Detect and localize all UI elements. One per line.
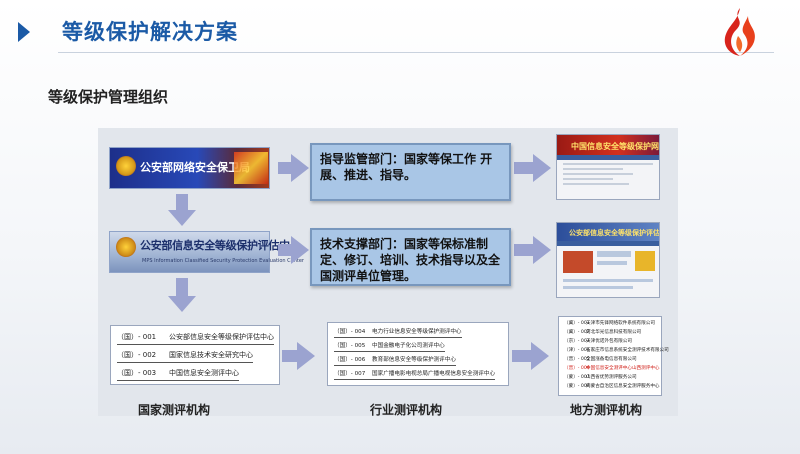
police-emblem-icon xyxy=(116,237,136,257)
right-arrow-stem xyxy=(278,244,292,256)
flame-logo-icon xyxy=(724,8,755,56)
local-caption: 地方测评机构 xyxy=(570,403,643,417)
website-screenshot-2: 公安部信息安全等级保护评估中心 xyxy=(556,222,660,298)
police-emblem-icon xyxy=(116,156,136,176)
header-divider xyxy=(58,52,774,53)
local-agencies-table: （冀）- 001天津市先锋网络软件系统有限公司 （冀）- 002河北华光信息科技… xyxy=(558,316,669,396)
down-arrow-icon xyxy=(168,210,196,226)
right-arrow-icon xyxy=(533,236,551,264)
flag-graphic xyxy=(234,152,268,184)
right-arrow-stem xyxy=(514,162,534,174)
right-arrow-icon xyxy=(291,154,309,182)
website-2-title: 公安部信息安全等级保护评估中心 xyxy=(557,223,659,241)
website-screenshot-1: 中国信息安全等级保护网 xyxy=(556,134,660,200)
table-row: （冀）- 002河北华光信息科技有限公司 xyxy=(564,330,642,335)
right-arrow-icon xyxy=(531,342,549,370)
evaluation-center-en-name: MPS Information Classified Security Prot… xyxy=(142,258,304,264)
evaluation-center-name: 公安部信息安全等级保护评估中心 xyxy=(140,239,301,252)
right-arrow-icon xyxy=(533,154,551,182)
tech-support-callout: 技术支撑部门：国家等保标准制定、修订、培训、技术指导以及全国测评单位管理。 xyxy=(310,228,511,286)
table-row: （蒙）- 007山西省优势测评服务公司 xyxy=(564,375,637,380)
right-arrow-stem xyxy=(282,350,298,362)
page-title: 等级保护解决方案 xyxy=(62,20,238,44)
table-row: （津）- 004石家庄市信息系统安全测评技术有限公司 xyxy=(564,348,669,353)
table-row: （冀）- 001天津市先锋网络软件系统有限公司 xyxy=(564,321,655,326)
evaluation-center-banner: 公安部信息安全等级保护评估中心 MPS Information Classifi… xyxy=(109,231,304,273)
right-arrow-stem xyxy=(278,162,292,174)
section-subtitle: 等级保护管理组织 xyxy=(48,88,169,106)
table-row: （晋）- 005全国涨备电信息有限公司 xyxy=(564,357,637,362)
table-row-highlighted: （晋）- 006中国信息安全测评中心山西测评中心 xyxy=(564,366,660,371)
table-row: （京）- 003天津优诺外包有限公司 xyxy=(564,339,632,344)
right-arrow-icon xyxy=(291,236,309,264)
right-arrow-icon xyxy=(297,342,315,370)
right-arrow-stem xyxy=(512,350,532,362)
down-arrow-stem xyxy=(176,194,188,212)
supervision-callout: 指导监管部门：国家等保工作 开展、推进、指导。 xyxy=(310,143,511,201)
header-arrow-icon xyxy=(18,22,30,42)
down-arrow-stem xyxy=(176,278,188,298)
industry-caption: 行业测评机构 xyxy=(370,403,443,417)
table-row: （蒙）- 008内蒙古自治区信息安全测评服务中心 xyxy=(564,384,660,389)
mps-bureau-banner: 公安部网络安全保卫局 xyxy=(109,147,270,189)
mps-bureau-name: 公安部网络安全保卫局 xyxy=(140,161,250,174)
national-caption: 国家测评机构 xyxy=(138,403,211,417)
right-arrow-stem xyxy=(514,244,534,256)
website-1-title: 中国信息安全等级保护网 xyxy=(557,135,659,155)
down-arrow-icon xyxy=(168,296,196,312)
